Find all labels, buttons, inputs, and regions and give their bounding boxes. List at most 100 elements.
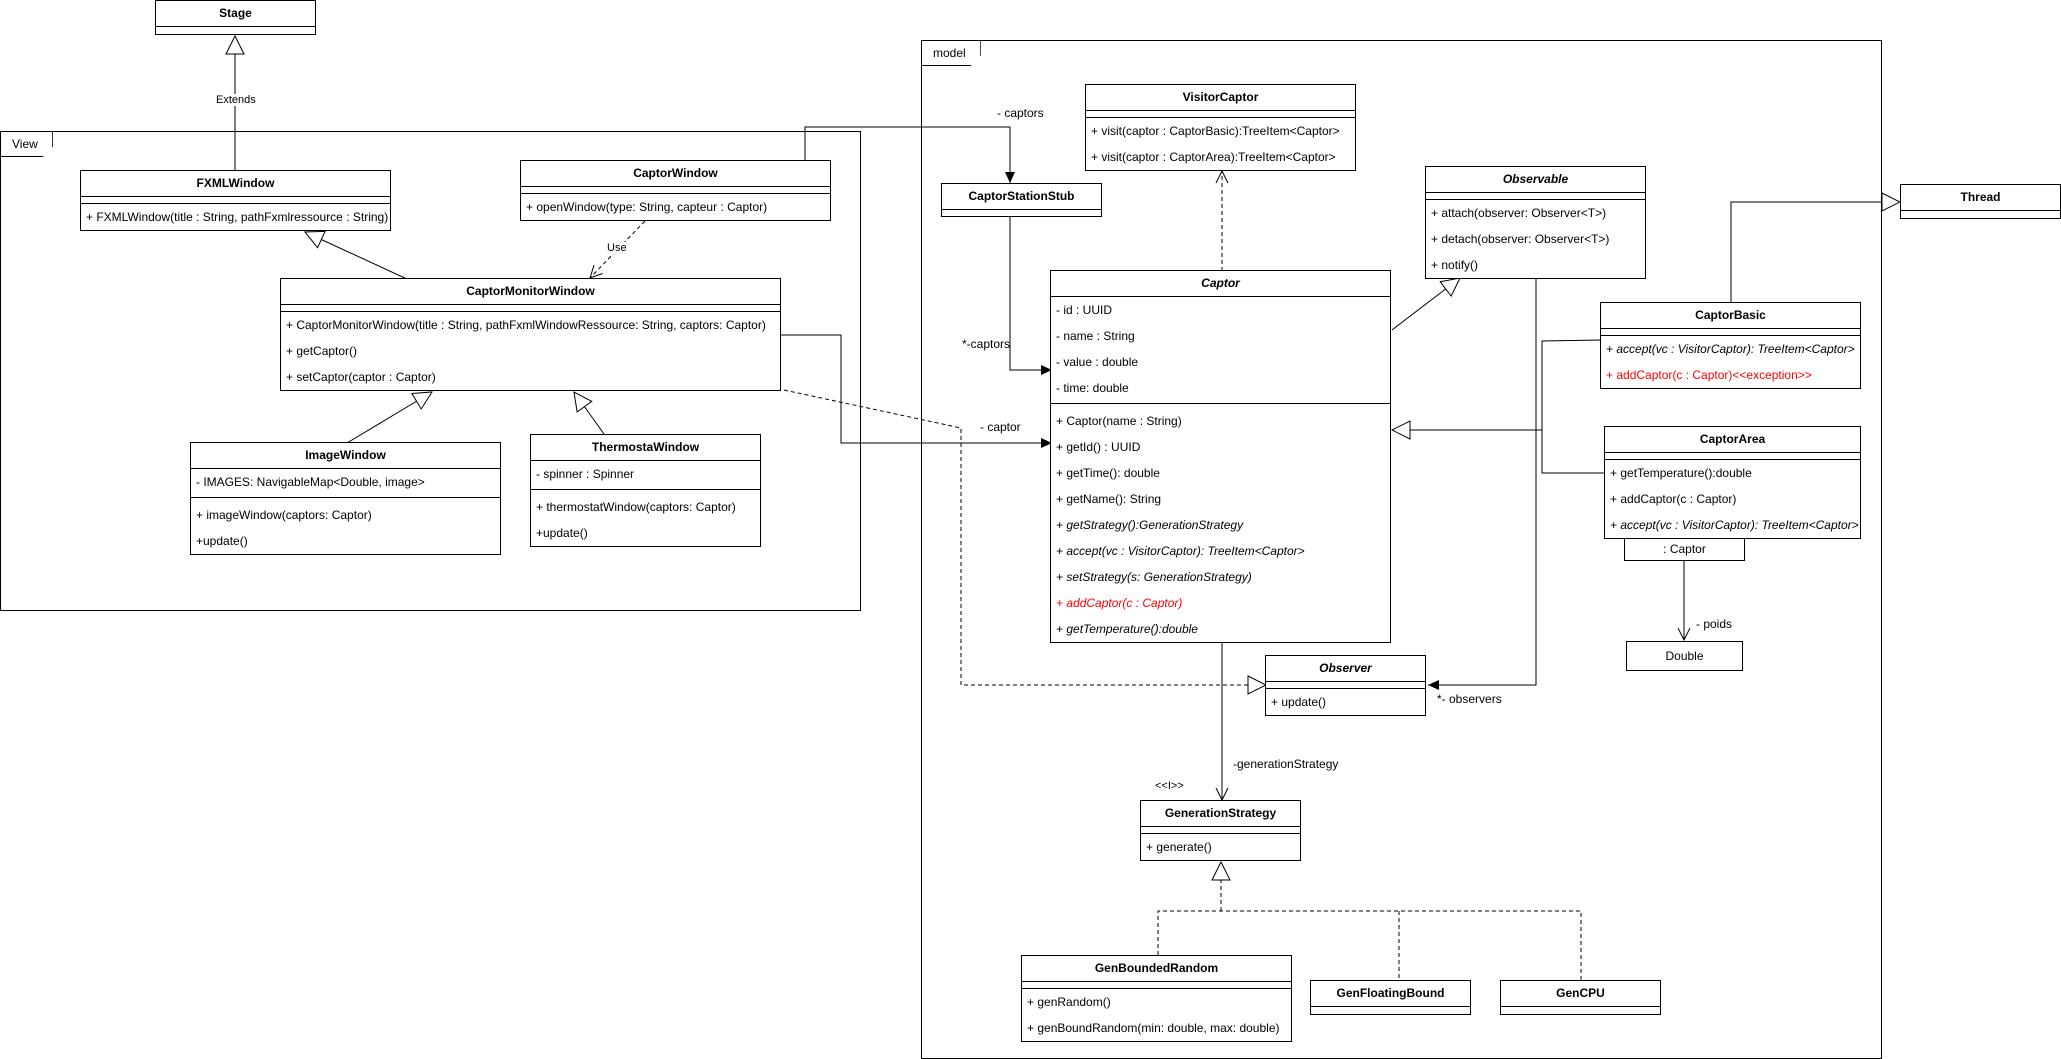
- edge-thermo-monitor: [574, 392, 605, 435]
- class-stage-name: Stage: [156, 1, 315, 27]
- class-captor-attribute: - time: double: [1056, 381, 1129, 395]
- class-captorstationstub[interactable]: CaptorStationStub: [941, 183, 1102, 217]
- label-extends: Extends: [214, 94, 258, 106]
- class-captorwindow-name: CaptorWindow: [521, 161, 830, 187]
- class-observer-method: + update(): [1271, 695, 1327, 709]
- class-captorbasic-method: + accept(vc : VisitorCaptor): TreeItem<C…: [1606, 342, 1855, 356]
- class-gencpu[interactable]: GenCPU: [1500, 980, 1661, 1015]
- class-generationstrategy-method: + generate(): [1146, 840, 1212, 854]
- class-thermostawindow-method: + thermostatWindow(captors: Captor): [536, 500, 736, 514]
- class-visitorcaptor-method: + visit(captor : CaptorArea):TreeItem<Ca…: [1091, 150, 1336, 164]
- class-captorbasic[interactable]: CaptorBasic + accept(vc : VisitorCaptor)…: [1600, 302, 1861, 389]
- class-genfloatingbound-divider: [1311, 1007, 1470, 1013]
- class-thermostawindow-attribute: - spinner : Spinner: [536, 467, 635, 481]
- class-observer[interactable]: Observer + update(): [1265, 655, 1426, 716]
- class-captor-method: + getTime(): double: [1056, 466, 1160, 480]
- class-captor-attributes: - id : UUID - name : String - value : do…: [1051, 297, 1390, 404]
- edge-window-stub: [804, 126, 1015, 183]
- class-captorwindow[interactable]: CaptorWindow + openWindow(type: String, …: [520, 160, 831, 221]
- class-captormonitorwindow-method: + setCaptor(captor : Captor): [286, 370, 436, 384]
- class-observable-method: + attach(observer: Observer<T>): [1431, 206, 1607, 220]
- class-captor-method: + getId() : UUID: [1056, 440, 1141, 454]
- class-thermostawindow-name: ThermostaWindow: [531, 435, 760, 461]
- class-captormonitorwindow-name: CaptorMonitorWindow: [281, 279, 780, 305]
- class-genboundedrandom-method: + genRandom(): [1027, 995, 1111, 1009]
- class-captor-attribute: - name : String: [1056, 329, 1135, 343]
- class-captormonitorwindow[interactable]: CaptorMonitorWindow + CaptorMonitorWindo…: [280, 278, 781, 391]
- label-captors-many: *-captors: [962, 337, 1011, 351]
- edge-use: [590, 220, 646, 278]
- class-captormonitorwindow-method: + getCaptor(): [286, 344, 358, 358]
- label-use: Use: [605, 242, 629, 254]
- class-captorbasic-divider: [1601, 329, 1860, 336]
- class-captorarea-method: + accept(vc : VisitorCaptor): TreeItem<C…: [1610, 518, 1859, 532]
- class-imagewindow-name: ImageWindow: [191, 443, 500, 469]
- class-captor-method: + accept(vc : VisitorCaptor): TreeItem<C…: [1056, 544, 1305, 558]
- model-frame-label: model: [921, 40, 981, 66]
- class-thread-divider: [1901, 211, 2060, 217]
- captor-type-box[interactable]: : Captor: [1624, 538, 1745, 561]
- class-generationstrategy-divider: [1141, 827, 1300, 834]
- class-captorstationstub-divider: [942, 210, 1101, 216]
- class-thermostawindow[interactable]: ThermostaWindow - spinner : Spinner + th…: [530, 434, 761, 547]
- class-fxmlwindow[interactable]: FXMLWindow + FXMLWindow(title : String, …: [80, 170, 391, 231]
- class-imagewindow-method: +update(): [196, 534, 248, 548]
- class-captorwindow-method: + openWindow(type: String, capteur : Cap…: [526, 200, 768, 214]
- class-captor-attribute: - id : UUID: [1056, 303, 1113, 317]
- class-genfloatingbound[interactable]: GenFloatingBound: [1310, 980, 1471, 1015]
- class-visitorcaptor[interactable]: VisitorCaptor + visit(captor : CaptorBas…: [1085, 84, 1356, 171]
- class-captor-method: + getStrategy():GenerationStrategy: [1056, 518, 1244, 532]
- class-observable[interactable]: Observable + attach(observer: Observer<T…: [1425, 166, 1646, 279]
- class-captor-method: + addCaptor(c : Captor): [1056, 596, 1183, 610]
- class-genfloatingbound-name: GenFloatingBound: [1311, 981, 1470, 1007]
- class-generationstrategy-name: GenerationStrategy: [1141, 801, 1300, 827]
- class-observer-divider: [1266, 682, 1425, 689]
- class-imagewindow-attributes: - IMAGES: NavigableMap<Double, image>: [191, 469, 500, 498]
- class-stage[interactable]: Stage: [155, 0, 316, 35]
- class-captor[interactable]: Captor - id : UUID - name : String - val…: [1050, 270, 1391, 643]
- class-visitorcaptor-method: + visit(captor : CaptorBasic):TreeItem<C…: [1091, 124, 1340, 138]
- class-thermostawindow-method: +update(): [536, 526, 588, 540]
- class-captor-method: + getTemperature():double: [1056, 622, 1198, 636]
- class-captor-attribute: - value : double: [1056, 355, 1139, 369]
- class-captorarea-method: + addCaptor(c : Captor): [1610, 492, 1737, 506]
- edge-image-monitor: [346, 392, 432, 444]
- class-captormonitorwindow-method: + CaptorMonitorWindow(title : String, pa…: [286, 318, 766, 332]
- label-interface-stereotype: <<I>>: [1155, 780, 1184, 792]
- view-frame: View: [0, 131, 861, 611]
- class-gencpu-name: GenCPU: [1501, 981, 1660, 1007]
- class-imagewindow[interactable]: ImageWindow - IMAGES: NavigableMap<Doubl…: [190, 442, 501, 555]
- class-genboundedrandom[interactable]: GenBoundedRandom + genRandom() + genBoun…: [1021, 955, 1292, 1042]
- class-observable-method: + notify(): [1431, 258, 1479, 272]
- class-fxmlwindow-method: + FXMLWindow(title : String, pathFxmlres…: [86, 210, 389, 224]
- edge-captor-observable: [1391, 278, 1460, 331]
- class-stage-divider: [156, 27, 315, 33]
- label-captor: - captor: [980, 420, 1021, 434]
- class-captor-method: + getName(): String: [1056, 492, 1162, 506]
- label-poids: - poids: [1696, 617, 1733, 631]
- class-captor-name: Captor: [1051, 271, 1390, 297]
- view-frame-label: View: [0, 131, 53, 157]
- label-captors-top: - captors: [997, 106, 1044, 120]
- class-generationstrategy[interactable]: GenerationStrategy + generate(): [1140, 800, 1301, 861]
- double-box[interactable]: Double: [1626, 641, 1743, 671]
- class-thread-name: Thread: [1901, 185, 2060, 211]
- class-thermostawindow-attributes: - spinner : Spinner: [531, 461, 760, 490]
- class-captorarea-method: + getTemperature():double: [1610, 466, 1752, 480]
- edge-basic-thread: [1730, 202, 1900, 302]
- edge-monitor-fxml: [305, 232, 408, 280]
- class-visitorcaptor-divider: [1086, 111, 1355, 118]
- edge-monitor-captor: [781, 334, 1052, 448]
- class-captorarea[interactable]: CaptorArea + getTemperature():double + a…: [1604, 426, 1861, 539]
- class-observable-name: Observable: [1426, 167, 1645, 193]
- class-captor-method: + setStrategy(s: GenerationStrategy): [1056, 570, 1252, 584]
- class-captorarea-name: CaptorArea: [1605, 427, 1860, 453]
- edge-monitor-observer: [783, 389, 1266, 685]
- class-fxmlwindow-divider: [81, 197, 390, 204]
- class-observer-name: Observer: [1266, 656, 1425, 682]
- class-thread[interactable]: Thread: [1900, 184, 2061, 219]
- class-captorstationstub-name: CaptorStationStub: [942, 184, 1101, 210]
- label-observers: *- observers: [1437, 692, 1502, 706]
- class-captorwindow-divider: [521, 187, 830, 194]
